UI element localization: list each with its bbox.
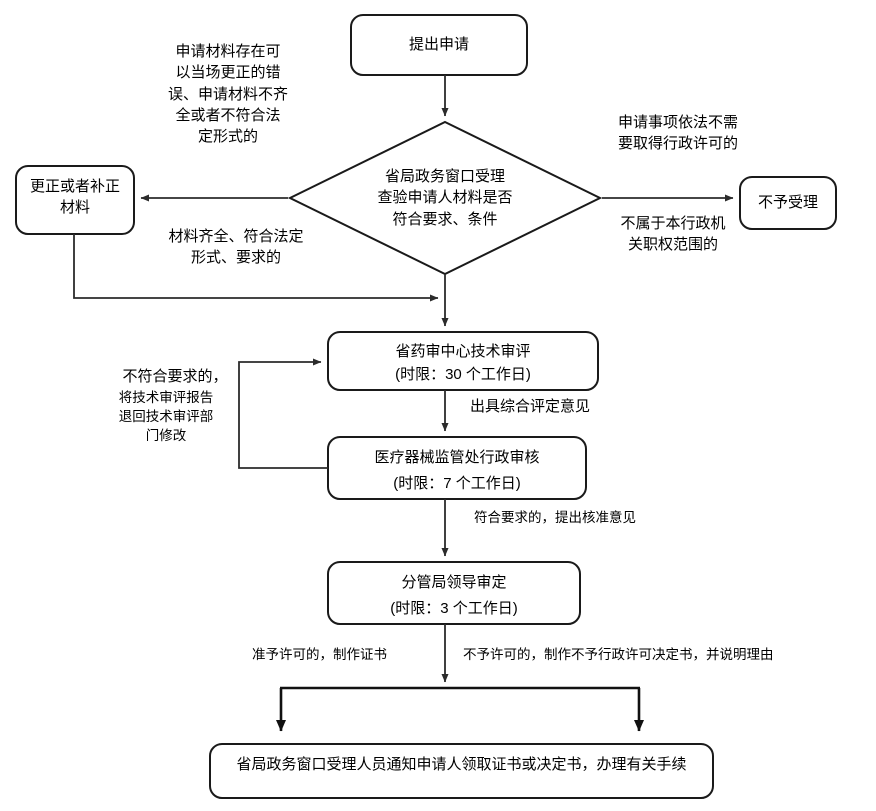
node-leader-approval-label-2: (时限：3 个工作日) (390, 600, 518, 617)
edge-label-issue-opinion: 出具综合评定意见 (470, 398, 591, 415)
node-administrative-review-label-1: 医疗器械监管处行政审核 (374, 449, 540, 466)
edge-label-out-of-jurisdiction: 不属于本行政机 关职权范围的 (620, 215, 726, 254)
edge-label-materials-complete: 材料齐全、符合法定 形式、要求的 (168, 228, 304, 267)
node-technical-review-label-1: 省药审中心技术审评 (395, 343, 531, 360)
edge-correct-to-main (73, 234, 439, 302)
edge-label-rejected-make-decision: 不予许可的，制作不予行政许可决定书，并说明理由 (463, 647, 774, 662)
node-technical-review-label-2: (时限：30 个工作日) (395, 366, 531, 383)
edge-label-correctable-defect: 申请材料存在可 以当场更正的错 误、申请材料不齐 全或者不符合法 定形式的 (167, 43, 288, 146)
node-leader-approval-label-1: 分管局领导审定 (401, 574, 507, 591)
node-correct-materials-label: 更正或者补正 材料 (29, 178, 120, 217)
node-notify-applicant-label: 省局政务窗口受理人员通知申请人领取证书或决定书，办理有关手续 (236, 756, 687, 773)
edge-label-no-license-needed: 申请事项依法不需 要取得行政许可的 (617, 114, 738, 153)
node-technical-review (327, 331, 599, 391)
node-leader-approval (327, 561, 581, 625)
edge-label-approval-opinion: 符合要求的，提出核准意见 (474, 510, 636, 525)
edge-label-approved-make-cert: 准予许可的，制作证书 (252, 647, 387, 662)
edge-return-for-revision-loop (238, 358, 328, 469)
node-submit-application (350, 14, 528, 76)
node-not-accepted (739, 176, 837, 230)
node-not-accepted-label: 不予受理 (757, 194, 818, 211)
node-correct-materials (15, 165, 135, 235)
node-decision-review-label: 省局政务窗口受理 查验申请人材料是否 符合要求、条件 (377, 168, 513, 228)
node-notify-applicant (209, 743, 714, 799)
node-administrative-review-label-2: (时限：7 个工作日) (393, 475, 521, 492)
edge-label-return-revision-head: 不符合要求的， (122, 368, 228, 385)
edge-label-return-revision-body: 将技术审评报告 退回技术审评部 门修改 (118, 390, 214, 444)
node-submit-application-label: 提出申请 (408, 36, 469, 53)
